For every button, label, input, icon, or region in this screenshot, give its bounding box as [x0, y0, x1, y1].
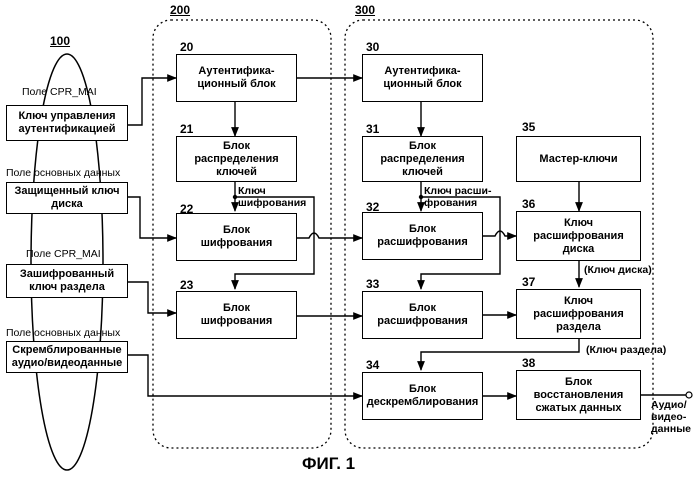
dec-key-label-1: Ключ расши- [424, 185, 491, 197]
input-encrypted-section-key-box: Зашифрованный ключ раздела [6, 264, 128, 298]
output-label-1: Аудио/ [651, 399, 687, 411]
arrow-22-to-32 [297, 233, 362, 238]
output-label-2: видео- [651, 411, 686, 423]
arrow-in1-to-20 [128, 78, 176, 125]
block-22-encryption: Блок шифрования [176, 213, 297, 261]
block-38-number: 38 [522, 356, 535, 370]
block-30-number: 30 [366, 40, 379, 54]
input-auth-key-box: Ключ управления аутентификацией [6, 105, 128, 141]
block-36-disc-decryption-key: Ключ расшифрования диска [516, 211, 641, 261]
input-scrambled-av-box: Скремблированные аудио/видеоданные [6, 341, 128, 373]
block-31-key-distribution: Блок распределения ключей [362, 136, 483, 182]
input-field-label-1: Поле CPR_MAI [22, 86, 97, 98]
arrow-37-to-34 [421, 339, 579, 370]
input-field-label-3: Поле CPR_MAI [26, 248, 101, 260]
group-300-number: 300 [355, 3, 375, 17]
input-field-label-4: Поле основных данных [6, 327, 120, 339]
disc-key-label: (Ключ диска) [584, 264, 652, 276]
block-38-decompression: Блок восстановления сжатых данных [516, 370, 641, 420]
block-33-decryption: Блок расшифрования [362, 291, 483, 339]
block-21-key-distribution: Блок распределения ключей [176, 136, 297, 182]
block-32-decryption: Блок расшифрования [362, 212, 483, 260]
arrow-in4-to-34 [128, 355, 362, 396]
output-label-3: данные [651, 423, 691, 435]
figure-caption: ФИГ. 1 [302, 454, 355, 474]
block-35-master-keys: Мастер-ключи [516, 136, 641, 182]
block-34-number: 34 [366, 358, 379, 372]
enc-key-label-1: Ключ [238, 185, 266, 197]
section-key-label: (Ключ раздела) [586, 344, 666, 356]
group-200-number: 200 [170, 3, 190, 17]
block-37-number: 37 [522, 275, 535, 289]
block-20-number: 20 [180, 40, 193, 54]
block-31-number: 31 [366, 122, 379, 136]
dec-key-label-2: фрования [424, 197, 477, 209]
arrow-in2-to-22 [128, 197, 176, 238]
arrow-in3-to-23 [128, 282, 176, 313]
block-37-section-decryption-key: Ключ расшифрования раздела [516, 289, 641, 339]
group-100-number: 100 [50, 34, 70, 48]
output-terminal [686, 392, 692, 398]
input-field-label-2: Поле основных данных [6, 167, 120, 179]
block-34-descrambling: Блок дескремблирования [362, 372, 483, 420]
block-33-number: 33 [366, 277, 379, 291]
block-36-number: 36 [522, 197, 535, 211]
block-35-number: 35 [522, 120, 535, 134]
block-23-number: 23 [180, 278, 193, 292]
block-21-number: 21 [180, 122, 193, 136]
block-23-encryption: Блок шифрования [176, 291, 297, 339]
block-30-authentication: Аутентифика-ционный блок [362, 54, 483, 102]
input-protected-disc-key-box: Защищенный ключ диска [6, 182, 128, 214]
enc-key-label-2: шифрования [238, 197, 306, 209]
block-20-authentication: Аутентифика-ционный блок [176, 54, 297, 102]
